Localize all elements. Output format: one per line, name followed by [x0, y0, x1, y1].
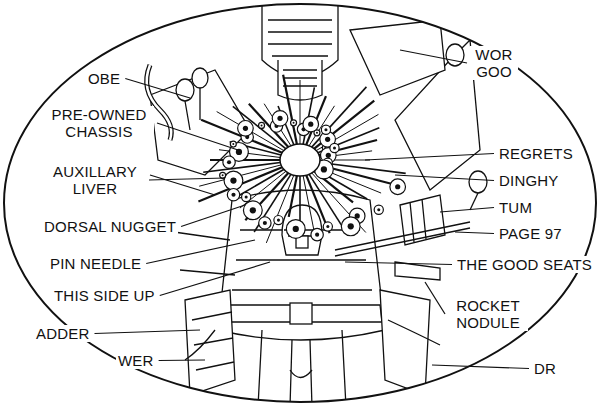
leader-line	[432, 365, 529, 369]
tube	[315, 114, 379, 151]
part-label: PAGE 97	[497, 225, 564, 242]
gear-hub	[243, 126, 248, 131]
gear	[323, 222, 332, 231]
gear-hub	[261, 124, 263, 126]
gear	[291, 120, 297, 126]
gear	[390, 179, 406, 195]
tube	[289, 174, 297, 217]
gear-hub	[395, 184, 400, 189]
gear	[374, 205, 383, 214]
gear-hub	[277, 219, 280, 222]
leader-line	[125, 79, 190, 99]
leader-line	[149, 178, 225, 180]
tube	[264, 104, 292, 147]
leader-line	[455, 232, 494, 234]
gear	[220, 172, 226, 178]
gear	[286, 220, 305, 239]
gear	[230, 141, 236, 147]
leader-line	[95, 330, 200, 334]
gear-hub	[377, 208, 380, 211]
leader-line	[181, 205, 245, 227]
part-label: PIN NEEDLE	[48, 255, 143, 272]
leader-line	[400, 50, 467, 63]
gear-hub	[333, 147, 336, 150]
gear-hub	[325, 137, 330, 142]
gear-hub	[326, 153, 331, 158]
part-label: AUXILLARY LIVER	[44, 163, 146, 197]
gear-hub	[315, 233, 319, 237]
gear-hub	[321, 166, 327, 172]
gear	[243, 201, 262, 220]
gear	[330, 143, 339, 152]
gear	[341, 217, 360, 236]
tube	[249, 104, 290, 149]
part-label: PRE-OWNED CHASSIS	[44, 106, 154, 140]
gear	[224, 171, 243, 190]
leader-line	[159, 359, 205, 361]
leader-line	[440, 208, 494, 213]
leader-line	[146, 240, 255, 264]
gear	[303, 116, 319, 132]
gear	[272, 111, 288, 127]
gear-hub	[277, 116, 282, 121]
gear-hub	[293, 122, 295, 124]
gear	[321, 125, 330, 134]
gear-hub	[324, 128, 327, 131]
gear	[311, 228, 323, 240]
part-label: ADDER	[34, 325, 92, 342]
gear-hub	[231, 193, 235, 197]
part-label: TUM	[497, 199, 534, 216]
gear-hub	[308, 122, 313, 127]
part-label: THE GOOD SEATS	[455, 256, 594, 273]
leader-line	[425, 282, 445, 314]
gear	[227, 188, 239, 200]
gear-hub	[326, 225, 329, 228]
part-label: ROCKET NODULE	[448, 297, 528, 331]
gear	[274, 216, 283, 225]
tube	[299, 174, 301, 224]
tube	[300, 80, 301, 146]
leader-line	[365, 154, 494, 161]
leader-line	[345, 262, 452, 265]
frame-ellipse	[4, 4, 596, 402]
gear-hub	[245, 195, 248, 198]
core	[280, 144, 320, 176]
gear	[238, 121, 254, 137]
part-label: WOR GOO	[470, 46, 518, 80]
part-label: THIS SIDE UP	[52, 287, 157, 304]
gear	[259, 122, 265, 128]
tube	[311, 87, 367, 148]
part-label: DR	[532, 360, 558, 377]
gear-hub	[230, 177, 236, 183]
leader-line	[157, 123, 238, 150]
part-label: REGRETS	[497, 145, 575, 162]
leader-line	[160, 262, 270, 296]
gear-hub	[263, 221, 267, 225]
gear-hub	[227, 160, 231, 164]
tube	[210, 159, 282, 161]
tube	[203, 162, 282, 172]
gear-hub	[316, 132, 318, 134]
tube	[303, 174, 314, 229]
gear	[223, 156, 235, 168]
leader-line	[395, 175, 494, 181]
gear-hub	[293, 226, 299, 232]
gear-hub	[348, 223, 354, 229]
tube	[283, 75, 297, 146]
part-label: DINGHY	[497, 172, 561, 189]
part-label: OBE	[86, 70, 122, 87]
gear-hub	[232, 143, 234, 145]
gear-hub	[222, 174, 224, 176]
part-label: WER	[116, 352, 156, 369]
gear	[259, 217, 271, 229]
gear-hub	[236, 149, 242, 155]
gear	[242, 192, 251, 201]
part-label: DORSAL NUGGET	[42, 218, 178, 235]
gear-hub	[250, 207, 256, 213]
